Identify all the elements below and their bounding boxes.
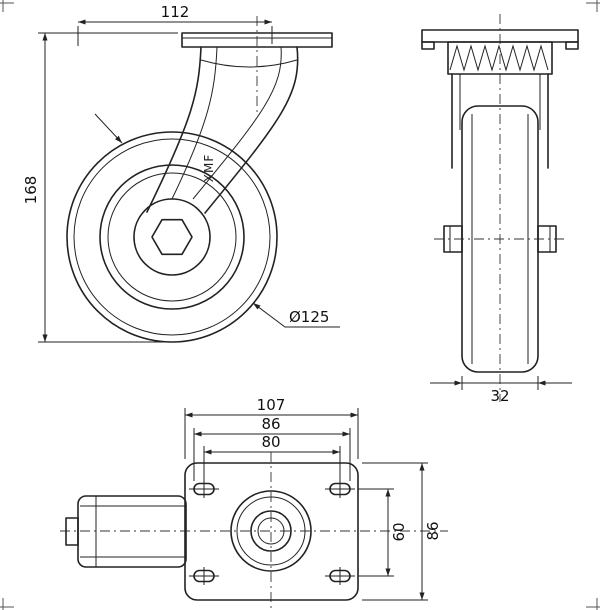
dim-80: 80 <box>203 433 341 481</box>
swivel-fork: XMF <box>146 46 299 214</box>
swivel-center-circles <box>230 490 312 572</box>
dim-168-label: 168 <box>22 176 40 205</box>
mounting-slot-top-left <box>189 480 219 498</box>
plan-wheel <box>65 495 187 568</box>
dim-60: 60 <box>358 488 408 577</box>
swivel-bearing-hatch <box>447 41 553 75</box>
front-view: XMF 112 168 Ø125 <box>22 3 340 343</box>
plan-view: 107 86 80 60 86 <box>60 396 448 608</box>
mounting-slot-bottom-right <box>325 567 355 585</box>
dim-86-horizontal: 86 <box>193 415 351 481</box>
side-fork-legs <box>451 73 549 169</box>
plan-axle-nut <box>65 517 79 546</box>
dim-168: 168 <box>22 32 178 343</box>
dim-60-label: 60 <box>390 522 408 541</box>
dim-86-vertical: 86 <box>362 462 442 601</box>
wheel-diameter-label: Ø125 <box>252 302 340 328</box>
brand-logo-text: XMF <box>202 154 216 182</box>
dim-112: 112 <box>77 3 273 46</box>
dim-32: 32 <box>430 376 572 405</box>
dim-107: 107 <box>184 396 359 459</box>
dim-112-label: 112 <box>161 3 190 21</box>
side-view: 32 <box>421 14 579 405</box>
plan-plate <box>184 462 359 601</box>
dim-80-label: 80 <box>261 433 280 451</box>
mounting-slot-bottom-left <box>189 567 219 585</box>
dim-86-horizontal-label: 86 <box>261 415 280 433</box>
front-wheel <box>66 131 278 343</box>
mounting-slot-top-right <box>325 480 355 498</box>
dim-diameter-label: Ø125 <box>289 308 329 326</box>
tread-leader-line <box>94 113 123 144</box>
dim-86-vertical-label: 86 <box>424 521 442 540</box>
axle-hex-nut <box>151 218 193 256</box>
dim-107-label: 107 <box>257 396 286 414</box>
dim-32-label: 32 <box>490 387 509 405</box>
